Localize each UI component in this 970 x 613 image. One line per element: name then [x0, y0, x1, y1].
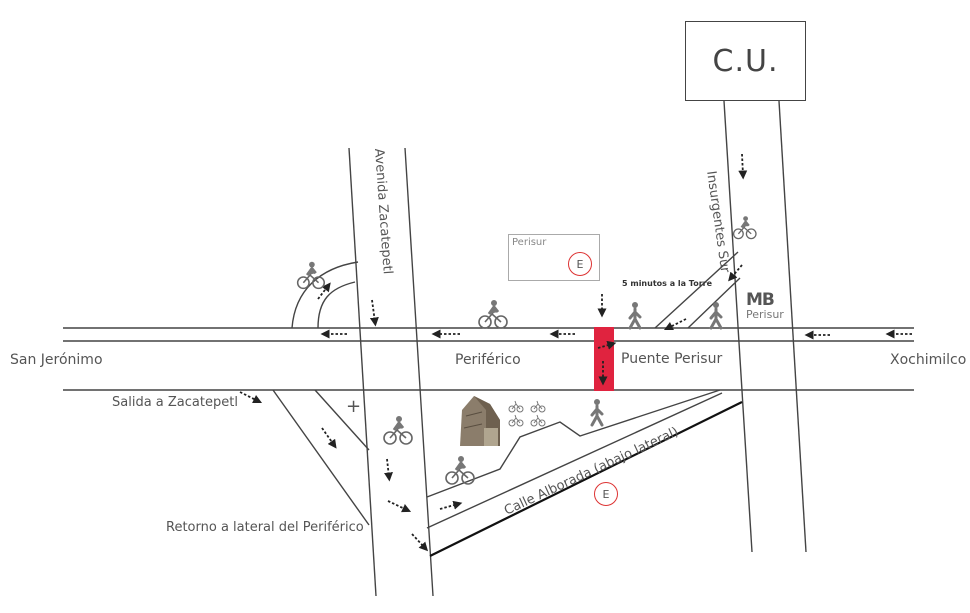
salida-retorno-roads [272, 389, 370, 526]
perisur-box-label: Perisur [512, 237, 547, 248]
pedestrian-icon [628, 300, 642, 330]
zacatepetl-ramps [291, 261, 359, 329]
cu-box: C.U. [685, 21, 806, 101]
plus-sign: + [346, 396, 362, 417]
zacatepetl-road [348, 147, 434, 597]
bicycle-icon [444, 454, 476, 486]
direction-arrows [239, 153, 912, 552]
tower-photo [460, 396, 500, 446]
insurgentes-road [723, 100, 807, 553]
e-circle-upper: E [568, 252, 592, 276]
cu-label: C.U. [712, 43, 779, 79]
puente-perisur-label: Puente Perisur [621, 351, 723, 367]
san-jeronimo-label: San Jerónimo [10, 352, 103, 368]
salida-label: Salida a Zacatepetl [112, 395, 238, 410]
metrobus-logo: MB [746, 290, 775, 310]
bicycle-parking-icons [508, 400, 546, 427]
retorno-label: Retorno a lateral del Periférico [166, 520, 364, 535]
periferico-road [63, 327, 914, 391]
minutos-label: 5 minutos a la Torre [622, 279, 713, 288]
e-upper-label: E [576, 257, 584, 271]
periferico-label: Periférico [455, 352, 521, 368]
calle-alborada-road [426, 389, 743, 557]
xochimilco-label: Xochimilco [890, 352, 967, 368]
e-lower-label: E [602, 487, 610, 501]
bicycle-icon [382, 414, 414, 446]
pedestrian-icon [590, 397, 604, 427]
metrobus-station-label: Perisur [746, 308, 784, 321]
puente-perisur-bridge [594, 327, 614, 391]
pedestrian-icon [709, 300, 723, 330]
bicycle-icon [732, 214, 758, 240]
bicycle-icon [477, 298, 509, 330]
e-circle-lower: E [594, 482, 618, 506]
metrobus-logo-text: MB [746, 290, 775, 310]
